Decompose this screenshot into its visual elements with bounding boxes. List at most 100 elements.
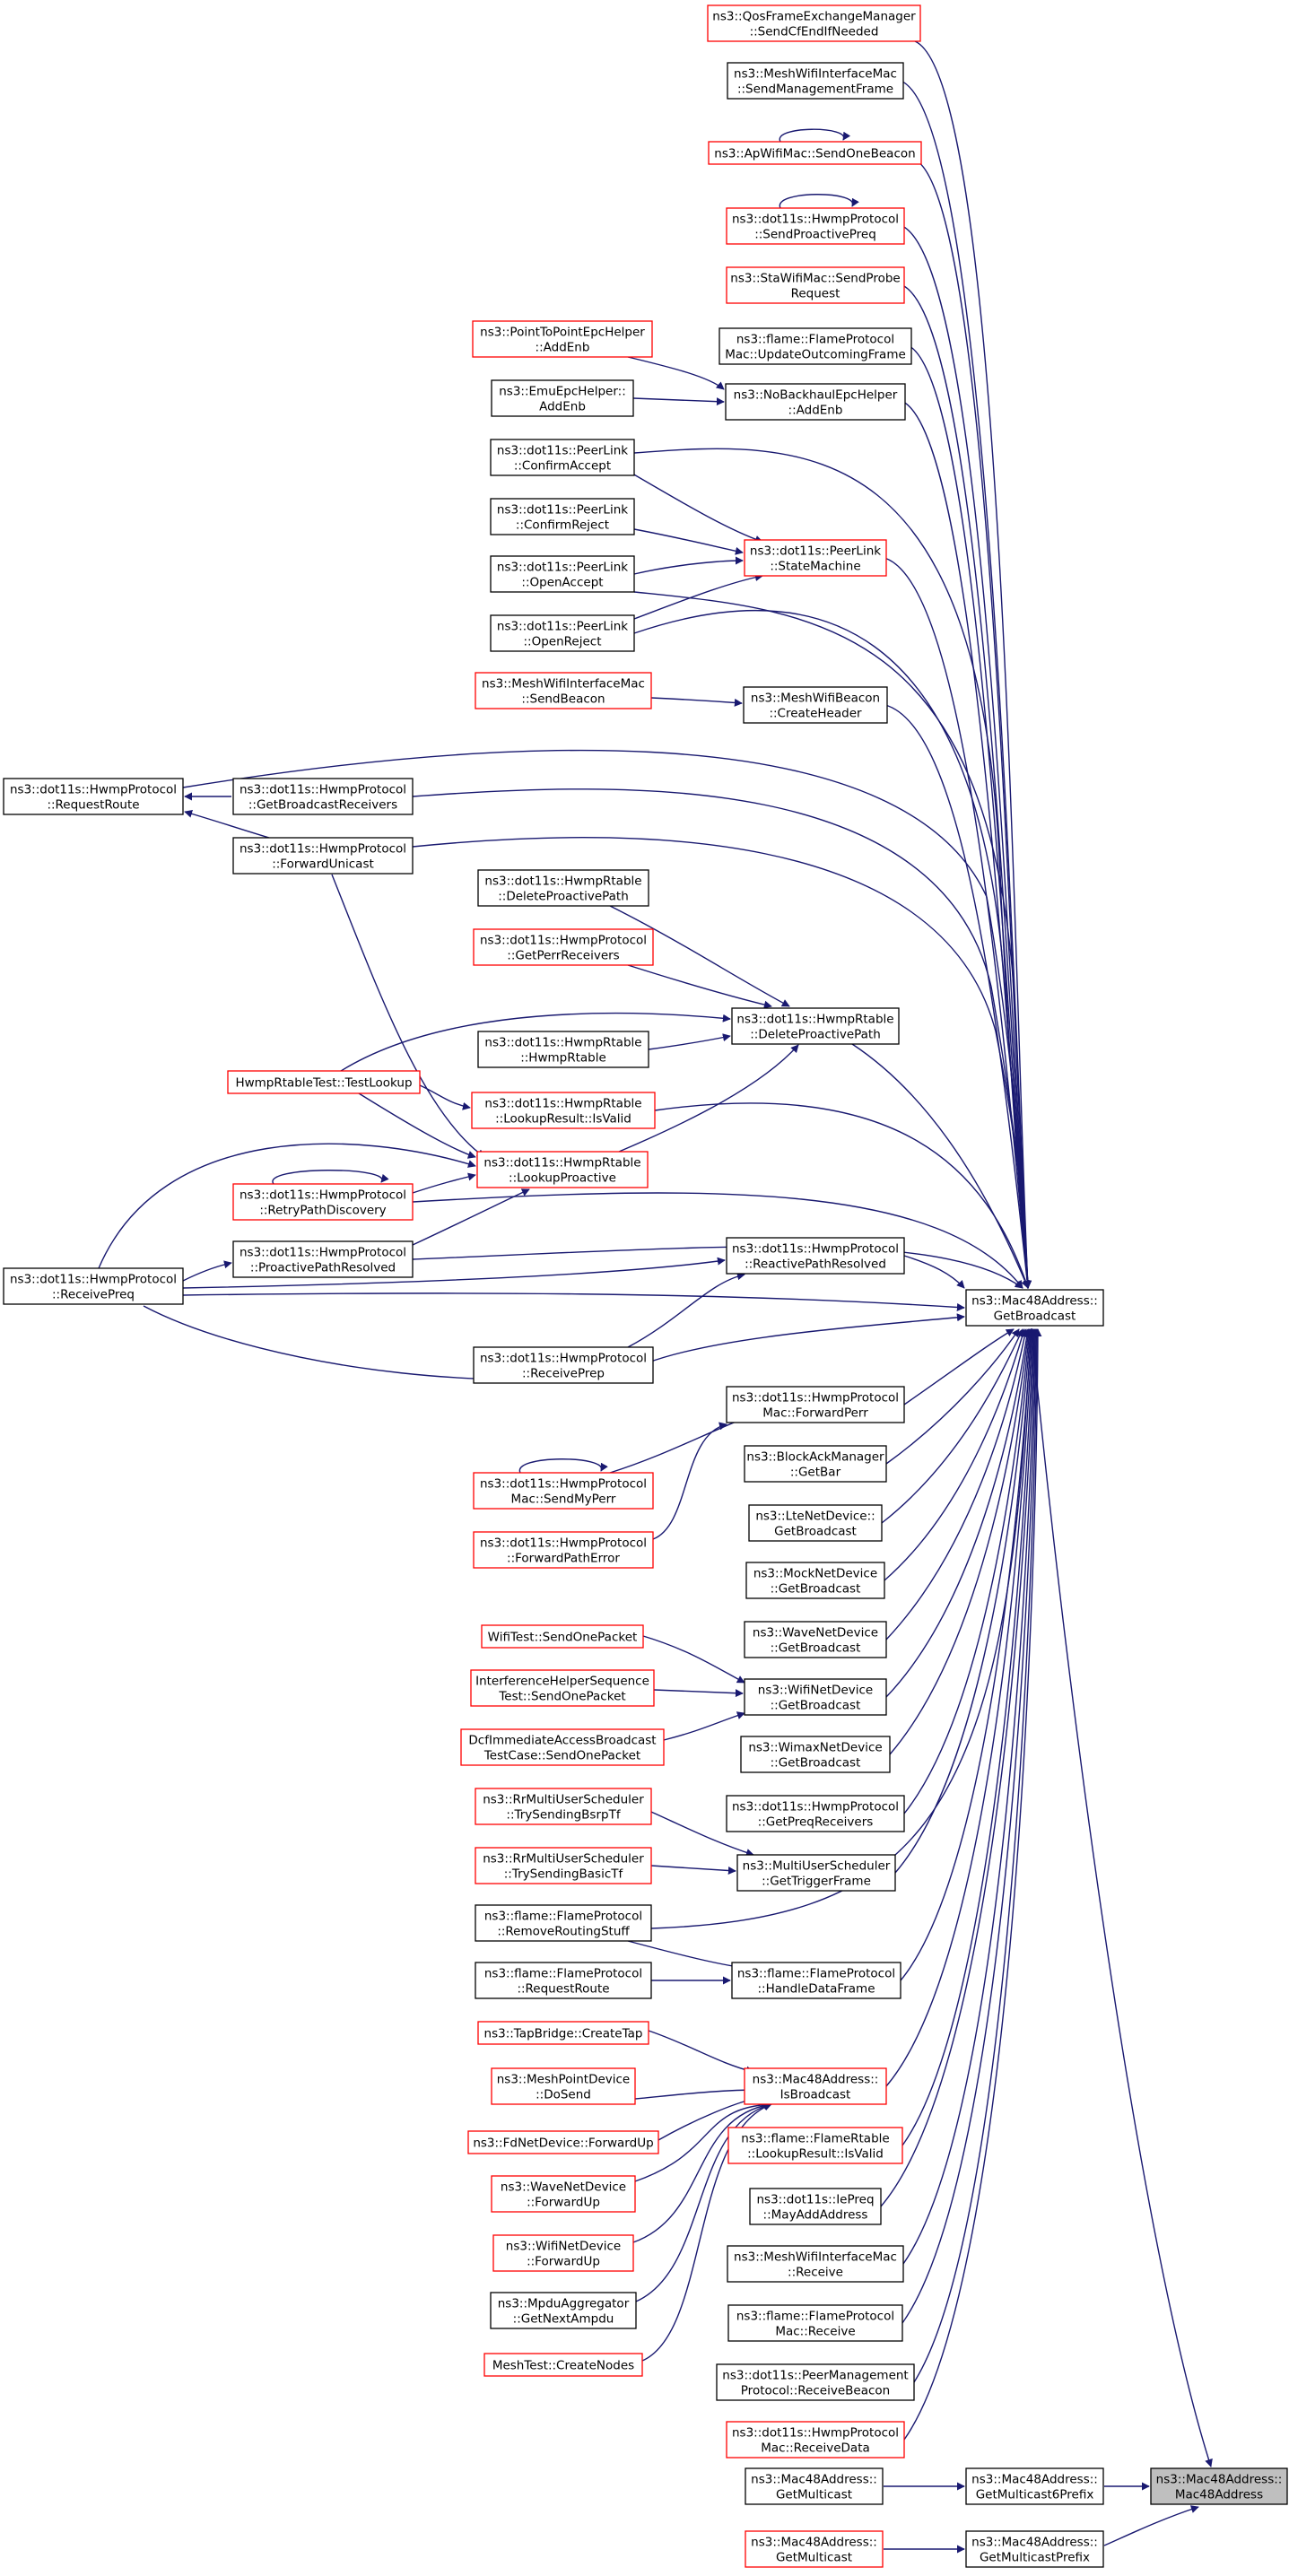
node-rtTestLookup[interactable]: HwmpRtableTest::TestLookup [227, 1070, 421, 1094]
node-label: ::Receive [788, 2266, 843, 2280]
node-rtHwmpRtable[interactable]: ns3::dot11s::HwmpRtable::HwmpRtable [477, 1031, 649, 1068]
edge-hwmpGetPerrReceivers-to-rtDeleteProactive2 [627, 964, 772, 1009]
node-hwmpMacForwardPerr[interactable]: ns3::dot11s::HwmpProtocolMac::ForwardPer… [726, 1386, 905, 1423]
node-wimaxGetBroadcast[interactable]: ns3::WimaxNetDevice::GetBroadcast [740, 1736, 891, 1773]
node-hwmpSendProactivePreq[interactable]: ns3::dot11s::HwmpProtocol::SendProactive… [726, 207, 905, 245]
node-plConfirmAccept[interactable]: ns3::dot11s::PeerLink::ConfirmAccept [490, 439, 635, 476]
node-waveGetBroadcast[interactable]: ns3::WaveNetDevice::GetBroadcast [744, 1621, 887, 1658]
node-flameUpdateOutgoing[interactable]: ns3::flame::FlameProtocolMac::UpdateOutc… [719, 327, 912, 365]
edge-wifiForwardUp-to-isBroadcast [632, 2101, 772, 2243]
node-box [726, 207, 905, 245]
node-mockGetBroadcast[interactable]: ns3::MockNetDevice::GetBroadcast [745, 1562, 885, 1599]
node-hwmpRequestRoute[interactable]: ns3::dot11s::HwmpProtocol::RequestRoute [3, 778, 184, 815]
node-interfSend[interactable]: InterferenceHelperSequenceTest::SendOneP… [470, 1669, 655, 1707]
node-hwmpGetPerrReceivers[interactable]: ns3::dot11s::HwmpProtocol::GetPerrReceiv… [473, 928, 654, 966]
node-label: ::LookupResult::IsValid [495, 1112, 631, 1127]
node-flameRemoveRouting[interactable]: ns3::flame::FlameProtocol::RemoveRouting… [475, 1904, 652, 1942]
node-getMulticastA[interactable]: ns3::Mac48Address::GetMulticast [745, 2467, 884, 2505]
node-box [745, 2467, 884, 2505]
node-hwmpMacReceiveData[interactable]: ns3::dot11s::HwmpProtocolMac::ReceiveDat… [726, 2421, 905, 2459]
node-pmReceiveBeacon[interactable]: ns3::dot11s::PeerManagementProtocol::Rec… [716, 2363, 915, 2401]
node-flameLookupIsValid[interactable]: ns3::flame::FlameRtable::LookupResult::I… [727, 2127, 903, 2164]
node-hwmpReceivePreq[interactable]: ns3::dot11s::HwmpProtocol::ReceivePreq [3, 1267, 184, 1305]
node-emuAddEnb[interactable]: ns3::EmuEpcHelper::AddEnb [491, 379, 634, 417]
node-getMulticastB[interactable]: ns3::Mac48Address::GetMulticast [745, 2530, 884, 2568]
edge-hwmpForwardUnicast-to-getBroadcast [412, 837, 1032, 1289]
node-hwmpForwardUnicast[interactable]: ns3::dot11s::HwmpProtocol::ForwardUnicas… [232, 837, 414, 875]
node-flameRequestRoute[interactable]: ns3::flame::FlameProtocol::RequestRoute [475, 1962, 652, 1999]
node-iePreqMayAdd[interactable]: ns3::dot11s::IePreq::MayAddAddress [749, 2188, 882, 2225]
node-hwmpRetryPath[interactable]: ns3::dot11s::HwmpProtocol::RetryPathDisc… [232, 1183, 414, 1221]
node-label: ::CreateHeader [769, 707, 862, 721]
node-hwmpReactiveResolved[interactable]: ns3::dot11s::HwmpProtocol::ReactivePathR… [726, 1237, 905, 1275]
node-hwmpReceivePrep[interactable]: ns3::dot11s::HwmpProtocol::ReceivePrep [473, 1346, 654, 1384]
node-label: ns3::NoBackhaulEpcHelper [734, 388, 898, 403]
node-label: ns3::dot11s::HwmpProtocol [240, 783, 406, 797]
node-label: ns3::flame::FlameRtable [741, 2132, 889, 2146]
node-tapCreate[interactable]: ns3::TapBridge::CreateTap [477, 2021, 649, 2045]
node-rtDeleteProactive1[interactable]: ns3::dot11s::HwmpRtable::DeleteProactive… [477, 869, 649, 907]
node-plOpenAccept[interactable]: ns3::dot11s::PeerLink::OpenAccept [490, 555, 635, 593]
edge-tapCreate-to-isBroadcast [648, 2030, 754, 2075]
node-rtDeleteProactive2[interactable]: ns3::dot11s::HwmpRtable::DeleteProactive… [731, 1007, 900, 1045]
node-hwmpGetBroadcastReceivers[interactable]: ns3::dot11s::HwmpProtocol::GetBroadcastR… [232, 778, 414, 815]
node-label: HwmpRtableTest::TestLookup [235, 1076, 412, 1091]
node-apSendBeacon[interactable]: ns3::ApWifiMac::SendOneBeacon [708, 141, 922, 165]
node-getMulticastPrefix[interactable]: ns3::Mac48Address::GetMulticastPrefix [965, 2530, 1104, 2568]
node-label: ns3::dot11s::HwmpProtocol [732, 213, 899, 227]
node-plConfirmReject[interactable]: ns3::dot11s::PeerLink::ConfirmReject [490, 498, 635, 535]
node-rrBsrp[interactable]: ns3::RrMultiUserScheduler::TrySendingBsr… [475, 1788, 652, 1825]
node-rtLookupProactive[interactable]: ns3::dot11s::HwmpRtable::LookupProactive [476, 1151, 649, 1188]
node-qosSendCfEnd[interactable]: ns3::QosFrameExchangeManager::SendCfEndI… [707, 4, 921, 42]
node-noBackhaulAddEnb[interactable]: ns3::NoBackhaulEpcHelper::AddEnb [725, 383, 906, 421]
node-waveForwardUp[interactable]: ns3::WaveNetDevice::ForwardUp [491, 2175, 636, 2213]
node-getBroadcast[interactable]: ns3::Mac48Address::GetBroadcast [965, 1289, 1104, 1327]
node-rrBasic[interactable]: ns3::RrMultiUserScheduler::TrySendingBas… [475, 1847, 652, 1884]
node-muGetTrigger[interactable]: ns3::MultiUserScheduler::GetTriggerFrame [736, 1854, 896, 1892]
node-dcfSend[interactable]: DcfImmediateAccessBroadcastTestCase::Sen… [460, 1728, 665, 1766]
node-flameHandleData[interactable]: ns3::flame::FlameProtocol::HandleDataFra… [731, 1962, 901, 1999]
node-meshReceive[interactable]: ns3::MeshWifiInterfaceMac::Receive [727, 2245, 904, 2283]
node-hwmpForwardPathError[interactable]: ns3::dot11s::HwmpProtocol::ForwardPathEr… [473, 1531, 654, 1569]
node-wifiForwardUp[interactable]: ns3::WifiNetDevice::ForwardUp [492, 2234, 634, 2272]
node-label: ns3::dot11s::HwmpProtocol [480, 1536, 647, 1551]
node-box [491, 379, 634, 417]
node-label: ns3::dot11s::PeerLink [497, 444, 628, 458]
node-rtLookupIsValid[interactable]: ns3::dot11s::HwmpRtable::LookupResult::I… [471, 1092, 656, 1129]
node-wifiGetBroadcast[interactable]: ns3::WifiNetDevice::GetBroadcast [744, 1678, 887, 1716]
node-meshPointDoSend[interactable]: ns3::MeshPointDevice::DoSend [491, 2067, 636, 2105]
node-hwmpGetPreqReceivers[interactable]: ns3::dot11s::HwmpProtocol::GetPreqReceiv… [726, 1795, 905, 1832]
node-isBroadcast[interactable]: ns3::Mac48Address::IsBroadcast [744, 2067, 887, 2105]
edge-flameMacReceive-to-getBroadcast [901, 1328, 1041, 2324]
node-meshBeaconCreateHeader[interactable]: ns3::MeshWifiBeacon::CreateHeader [743, 686, 888, 724]
node-mpduGetNext[interactable]: ns3::MpduAggregator::GetNextAmpdu [490, 2292, 637, 2329]
node-meshSendMgmt[interactable]: ns3::MeshWifiInterfaceMac::SendManagemen… [727, 62, 904, 100]
node-lteGetBroadcast[interactable]: ns3::LteNetDevice::GetBroadcast [748, 1504, 883, 1542]
node-meshCreateNodes[interactable]: MeshTest::CreateNodes [483, 2353, 643, 2377]
node-wifiTestSend[interactable]: WifiTest::SendOnePacket [481, 1624, 644, 1649]
edge-hwmpMacSendMyPerr-to-hwmpMacSendMyPerr [519, 1458, 608, 1474]
node-p2pAddEnb[interactable]: ns3::PointToPointEpcHelper::AddEnb [472, 320, 653, 358]
edge-hwmpProactiveResolved-to-getBroadcast [412, 1246, 1023, 1289]
node-meshSendBeacon[interactable]: ns3::MeshWifiInterfaceMac::SendBeacon [475, 672, 652, 709]
node-box [232, 1240, 414, 1278]
edge-rtTestLookup-to-rtLookupIsValid [419, 1084, 471, 1110]
node-box [744, 1621, 887, 1658]
node-label: ns3::dot11s::HwmpProtocol [240, 1188, 406, 1203]
node-hwmpProactiveResolved[interactable]: ns3::dot11s::HwmpProtocol::ProactivePath… [232, 1240, 414, 1278]
node-label: ::OpenAccept [521, 576, 603, 590]
node-getMulticast6Prefix[interactable]: ns3::Mac48Address::GetMulticast6Prefix [965, 2467, 1104, 2505]
node-blockAckGetBar[interactable]: ns3::BlockAckManager::GetBar [744, 1445, 887, 1483]
edge-rtLookupProactive-to-rtDeleteProactive2 [618, 1044, 799, 1153]
node-fdForwardUp[interactable]: ns3::FdNetDevice::ForwardUp [467, 2130, 659, 2154]
node-label: Protocol::ReceiveBeacon [741, 2384, 890, 2398]
node-label: ns3::TapBridge::CreateTap [484, 2027, 643, 2041]
node-plOpenReject[interactable]: ns3::dot11s::PeerLink::OpenReject [490, 614, 635, 652]
node-label: ::LookupProactive [509, 1171, 616, 1186]
node-plStateMachine[interactable]: ns3::dot11s::PeerLink::StateMachine [744, 539, 887, 577]
node-box [745, 1562, 885, 1599]
node-label: ns3::dot11s::HwmpRtable [736, 1013, 893, 1027]
